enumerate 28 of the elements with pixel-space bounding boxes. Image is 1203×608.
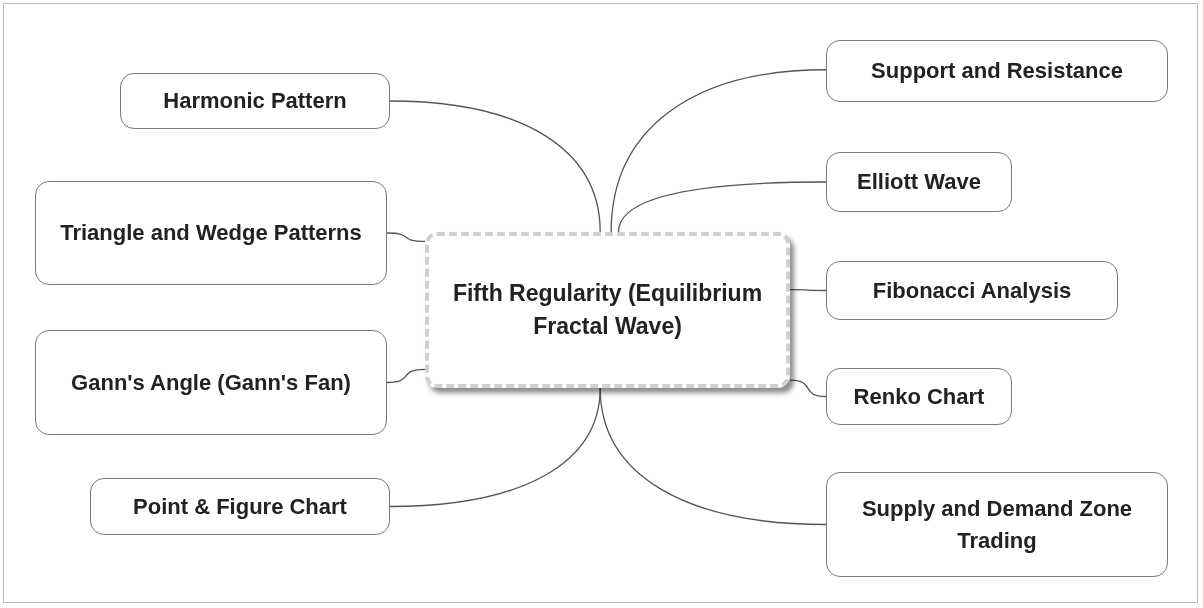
connector-line: [389, 387, 601, 508]
connector-line: [789, 379, 827, 398]
topic-box: [120, 73, 390, 129]
topic-box: [826, 472, 1168, 577]
topic-text: Gann's Angle (Gann's Fan): [71, 368, 351, 397]
topic-box: [35, 181, 387, 285]
connector-line: [789, 289, 827, 292]
topic-box: [826, 368, 1012, 425]
topic-text: Fibonacci Analysis: [872, 276, 1072, 305]
topic-box: [826, 261, 1118, 320]
connector-line: [386, 232, 426, 242]
central-topic-box: [425, 232, 790, 388]
topic-text: Renko Chart: [853, 382, 985, 411]
topic-text: Fifth Regularity (Equilibrium Fractal Wave): [451, 278, 764, 341]
topic-text: Point & Figure Chart: [133, 492, 347, 521]
topic-box: [90, 478, 390, 535]
connector-line: [610, 69, 827, 233]
connector-line: [386, 368, 426, 384]
topic-text: Triangle and Wedge Patterns: [60, 219, 362, 248]
topic-box: [826, 152, 1012, 212]
topic-text: Supply and Demand Zone Trading: [860, 494, 1134, 555]
topic-box: [35, 330, 387, 435]
connector-line: [617, 181, 827, 233]
topic-text: Harmonic Pattern: [163, 87, 347, 116]
topic-text: Elliott Wave: [857, 168, 981, 197]
topic-box: [826, 40, 1168, 102]
connector-line: [389, 100, 601, 233]
topic-text: Support and Resistance: [871, 57, 1123, 86]
